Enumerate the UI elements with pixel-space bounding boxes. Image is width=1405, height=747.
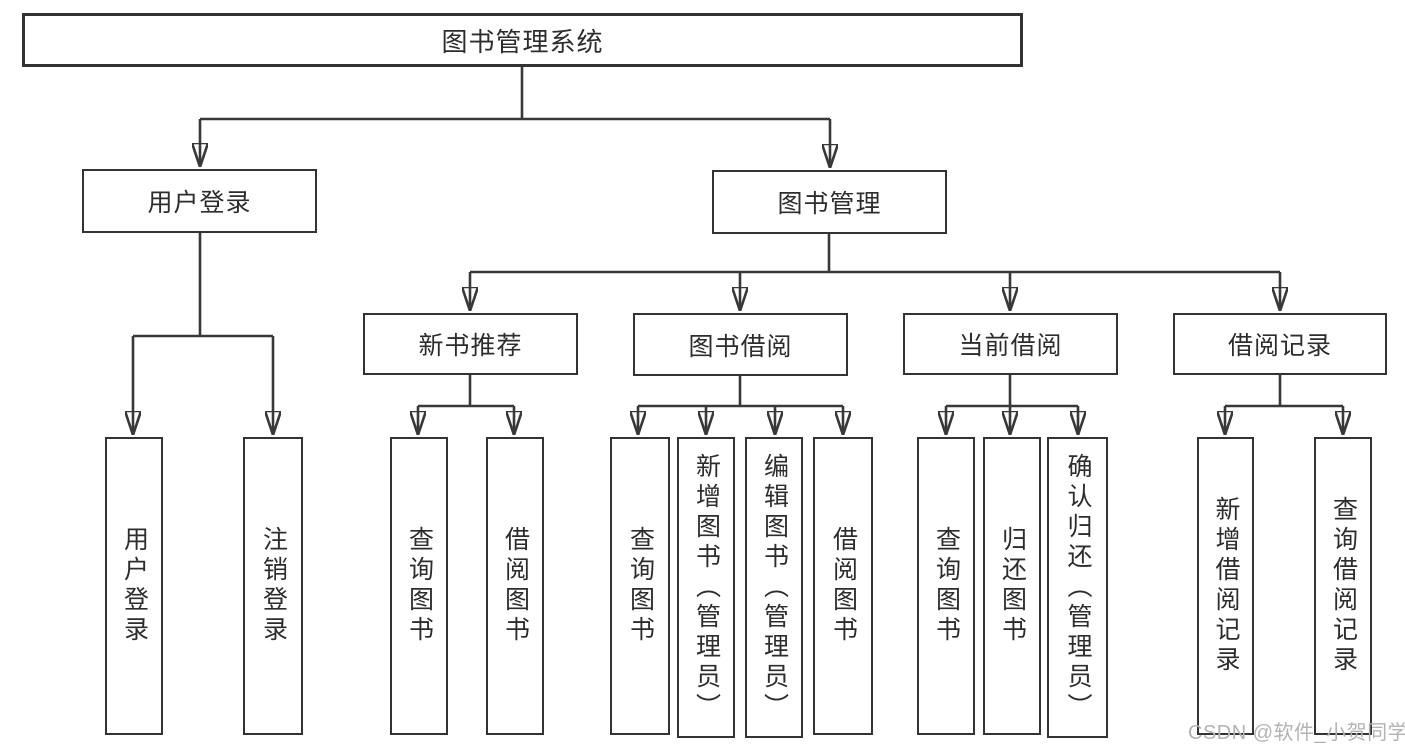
leaf-borrow-edit-admin: 编辑图书（管理员）: [745, 437, 803, 738]
node-book-borrow: 图书借阅: [633, 313, 848, 376]
leaf-user-login-label: 用户登录: [120, 526, 149, 646]
leaf-current-confirm-admin-label: 确认归还（管理员）: [1064, 452, 1092, 723]
leaf-records-query: 查询借阅记录: [1314, 437, 1372, 735]
node-current-borrow-label: 当前借阅: [958, 332, 1063, 360]
leaf-borrow-add-admin-label: 新增图书（管理员）: [692, 452, 721, 723]
node-borrow-records: 借阅记录: [1173, 313, 1387, 375]
leaf-borrow-query: 查询图书: [610, 437, 670, 735]
node-borrow-records-label: 借阅记录: [1227, 332, 1332, 360]
node-current-borrow: 当前借阅: [903, 313, 1118, 375]
node-book-management-label: 图书管理: [777, 190, 882, 218]
node-user-login-label: 用户登录: [147, 189, 252, 217]
leaf-newbooks-borrow: 借阅图书: [486, 437, 544, 735]
leaf-borrow-edit-admin-label: 编辑图书（管理员）: [760, 452, 789, 723]
leaf-current-query-label: 查询图书: [932, 526, 961, 646]
leaf-current-query: 查询图书: [917, 437, 975, 735]
node-root-label: 图书管理系统: [441, 26, 604, 57]
leaf-records-query-label: 查询借阅记录: [1329, 496, 1358, 676]
leaf-current-confirm-admin: 确认归还（管理员）: [1047, 437, 1108, 738]
node-new-book-recommend: 新书推荐: [363, 313, 578, 375]
leaf-borrow-query-label: 查询图书: [626, 526, 655, 646]
leaf-current-return-label: 归还图书: [998, 526, 1027, 646]
leaf-newbooks-borrow-label: 借阅图书: [501, 526, 530, 646]
node-user-login: 用户登录: [82, 169, 317, 233]
leaf-records-add: 新增借阅记录: [1197, 437, 1254, 735]
leaf-newbooks-query-label: 查询图书: [405, 526, 434, 646]
leaf-borrow-add-admin: 新增图书（管理员）: [677, 437, 735, 738]
leaf-borrow-borrow-label: 借阅图书: [829, 526, 858, 646]
leaf-records-add-label: 新增借阅记录: [1212, 496, 1240, 676]
node-book-borrow-label: 图书借阅: [688, 332, 793, 361]
node-root: 图书管理系统: [22, 13, 1023, 67]
node-new-book-recommend-label: 新书推荐: [418, 332, 523, 360]
leaf-user-login: 用户登录: [105, 437, 163, 735]
leaf-borrow-borrow: 借阅图书: [813, 437, 873, 735]
leaf-newbooks-query: 查询图书: [390, 437, 448, 735]
leaf-logout: 注销登录: [243, 437, 303, 735]
csdn-watermark: CSDN @软件_小贺同学: [1188, 722, 1405, 744]
node-book-management: 图书管理: [712, 170, 947, 234]
leaf-current-return: 归还图书: [983, 437, 1041, 735]
leaf-logout-label: 注销登录: [259, 526, 288, 646]
